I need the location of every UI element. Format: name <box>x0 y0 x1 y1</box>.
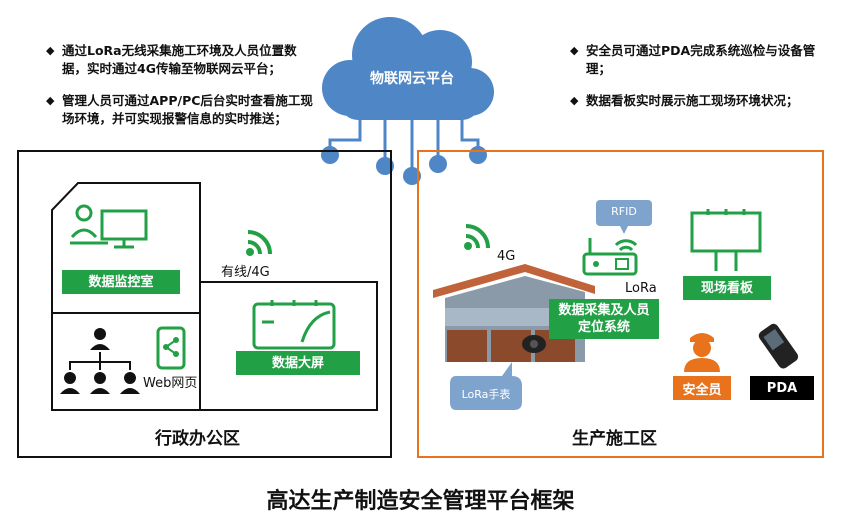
wireless-icon <box>464 224 490 250</box>
safety-officer-icon <box>684 333 720 372</box>
note-left-2-text: 管理人员可通过APP/PC后台实时查看施工现场环境，并可实现报警信息的实时推送； <box>62 93 313 126</box>
speech-bubble-icon <box>450 362 522 410</box>
big-screen-label: 数据大屏 <box>236 351 360 375</box>
safety-label: 安全员 <box>673 376 731 400</box>
bullet-icon: ◆ <box>570 44 579 57</box>
lora-watch-label: LoRa手表 <box>461 388 511 401</box>
web-label: Web网页 <box>143 376 198 391</box>
page-title: 高达生产制造安全管理平台框架 <box>266 489 575 514</box>
lora-label: LoRa <box>625 281 657 296</box>
note-right-2-text: 数据看板实时展示施工现场环境状况； <box>586 93 799 108</box>
note-right-1-text: 安全员可通过PDA完成系统巡检与设备管理； <box>586 43 816 76</box>
system-label: 数据采集及人员定位系统 <box>549 299 659 339</box>
wireless-icon <box>246 230 272 256</box>
org-chart-icon <box>60 328 140 394</box>
monitor-room-label: 数据监控室 <box>62 270 180 294</box>
note-left-2: ◆ 管理人员可通过APP/PC后台实时查看施工现场环境，并可实现报警信息的实时推… <box>46 92 317 128</box>
board-label: 现场看板 <box>683 276 771 300</box>
rfid-bubble-icon <box>596 200 652 234</box>
watch-icon <box>522 335 546 353</box>
note-right-1: ◆ 安全员可通过PDA完成系统巡检与设备管理； <box>570 42 816 78</box>
bullet-icon: ◆ <box>46 94 55 107</box>
4g-label: 4G <box>497 249 516 264</box>
note-left-1: ◆ 通过LoRa无线采集施工环境及人员位置数据，实时通过4G传输至物联网云平台； <box>46 42 317 78</box>
pda-label: PDA <box>750 376 814 400</box>
monitor-person-icon <box>70 204 148 249</box>
billboard-icon <box>690 209 762 271</box>
note-left-1-text: 通过LoRa无线采集施工环境及人员位置数据，实时通过4G传输至物联网云平台； <box>62 43 297 76</box>
big-screen-icon <box>252 300 336 350</box>
wired-4g-label: 有线/4G <box>221 265 270 280</box>
phone-share-icon <box>156 326 186 370</box>
note-right-2: ◆ 数据看板实时展示施工现场环境状况； <box>570 92 826 110</box>
office-zone-title: 行政办公区 <box>155 429 240 449</box>
lora-device-icon <box>582 238 638 276</box>
bullet-icon: ◆ <box>570 94 579 107</box>
site-zone <box>417 150 824 458</box>
site-zone-title: 生产施工区 <box>572 429 657 449</box>
bullet-icon: ◆ <box>46 44 55 57</box>
rfid-label: RFID <box>611 205 637 218</box>
cloud-label: 物联网云平台 <box>370 71 454 87</box>
office-zone <box>17 150 392 458</box>
pda-device-icon <box>758 323 799 369</box>
